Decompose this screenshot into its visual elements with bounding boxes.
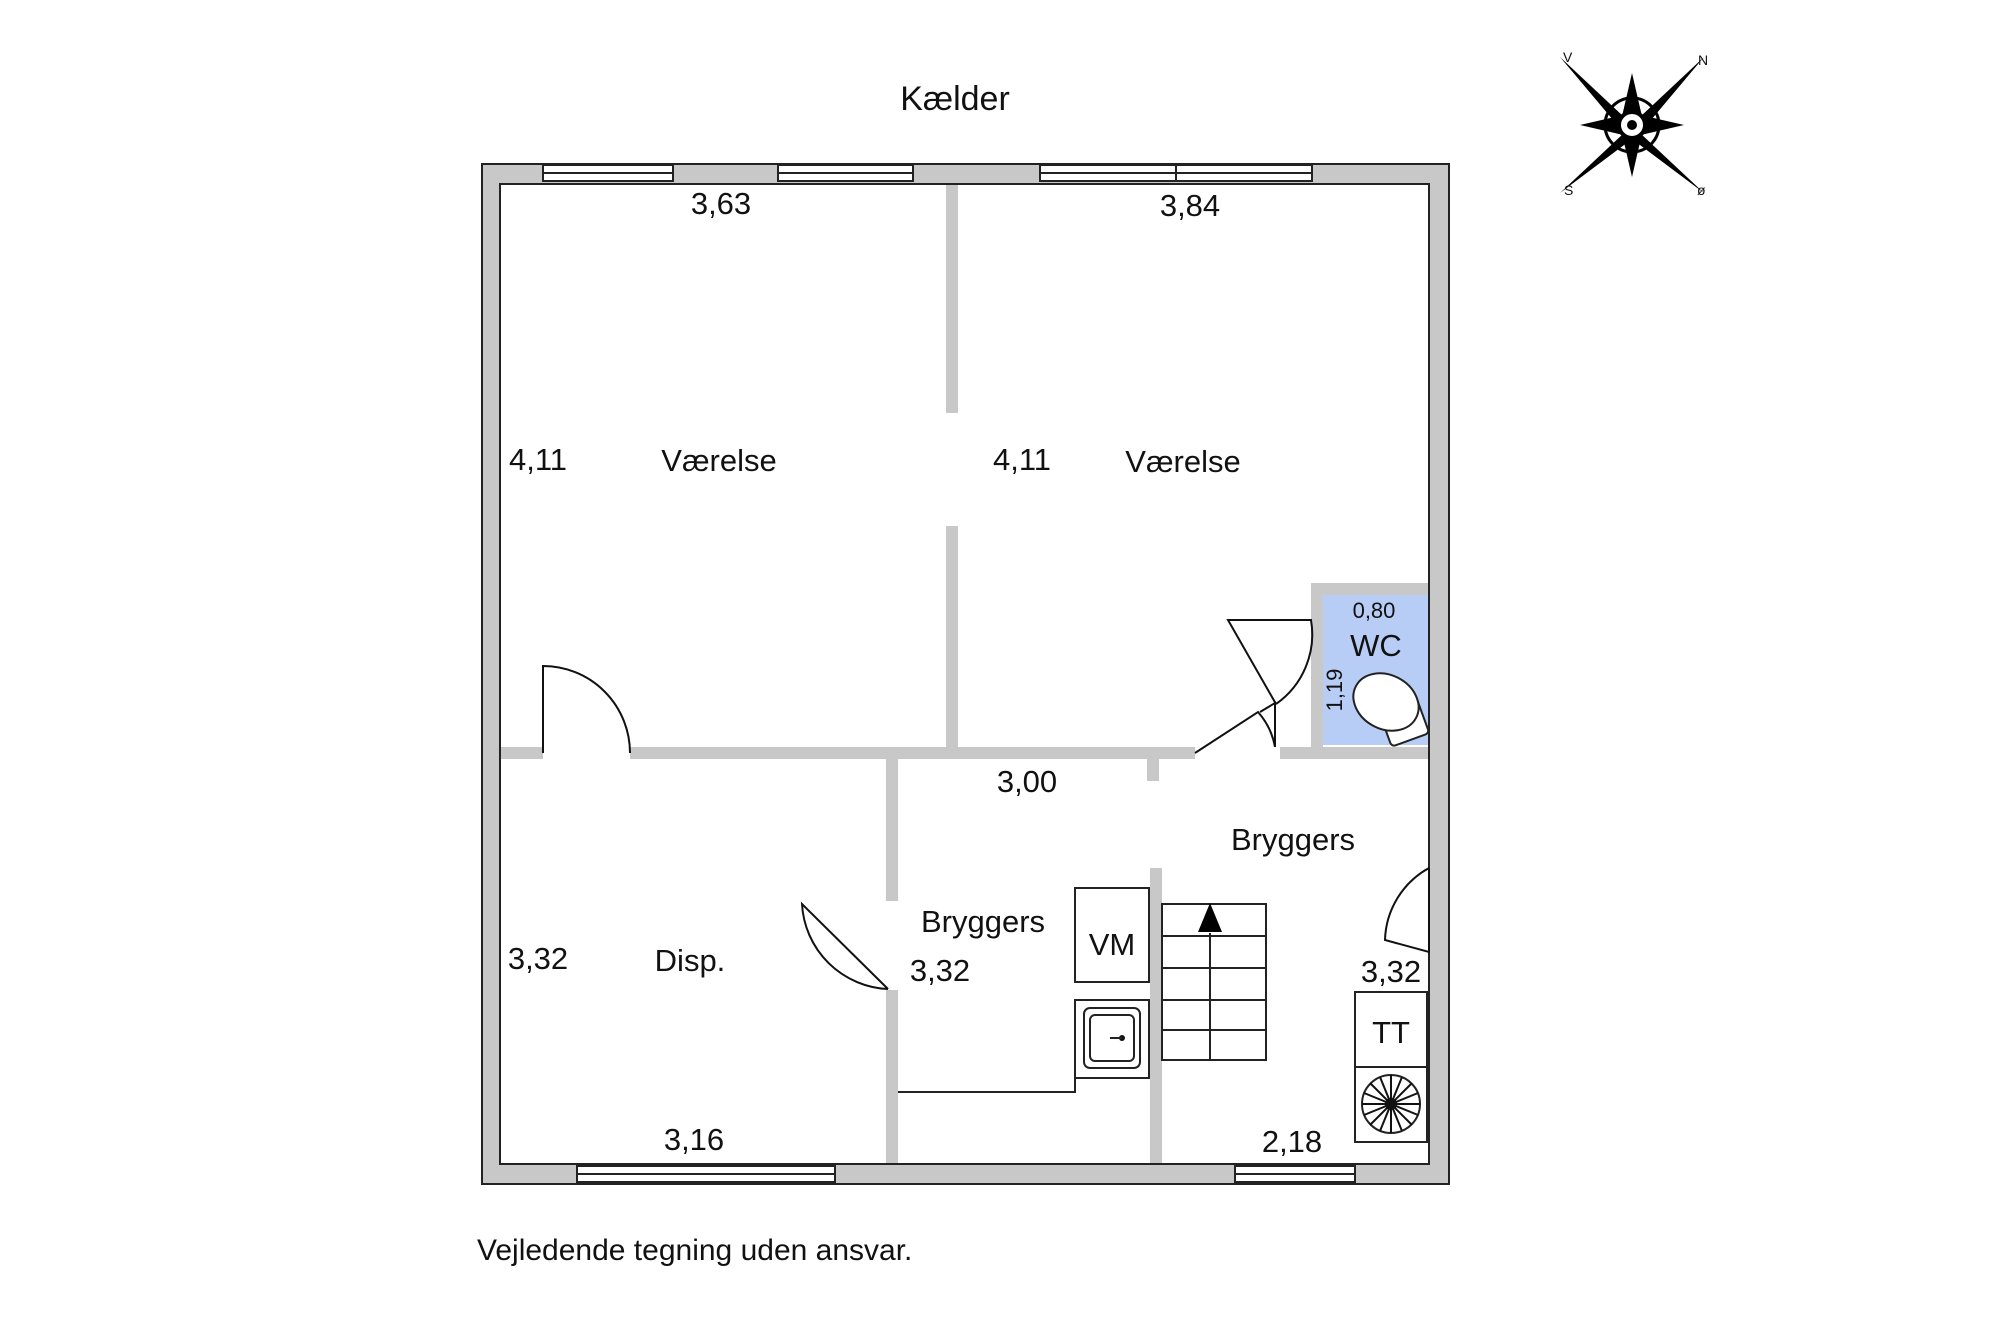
door-exterior (1383, 867, 1430, 954)
room-label-vaerelse-left: Værelse (661, 443, 776, 478)
dim-bryggers-top: 3,00 (997, 764, 1057, 799)
door-disp (542, 664, 631, 754)
room-label-wc: WC (1350, 628, 1402, 663)
wall-disp-lower (886, 990, 898, 1164)
compass-label-s: S (1564, 182, 1573, 198)
wc-wall-top (1311, 583, 1429, 595)
exterior-wall-right (1429, 164, 1449, 1184)
dim-top-left: 3,63 (691, 186, 751, 221)
wall-middle-left (500, 747, 543, 759)
dim-bottom-right: 2,18 (1262, 1124, 1322, 1159)
toilet-icon (1352, 672, 1430, 747)
wall-disp-upper (886, 759, 898, 901)
room-label-bryggers-right: Bryggers (1231, 822, 1355, 857)
dim-mid-upper: 4,11 (993, 442, 1051, 477)
wall-top-divider-upper (946, 184, 958, 413)
dim-wc-height: 1,19 (1322, 669, 1347, 712)
doors (542, 619, 1430, 990)
dim-right-lower: 3,32 (1361, 954, 1421, 989)
tt-box (1354, 991, 1428, 1068)
fixture-label-tt: TT (1372, 1015, 1410, 1050)
compass-icon (1560, 57, 1704, 193)
wall-middle-stub (1147, 759, 1159, 781)
door-bryggers-mid (800, 901, 889, 990)
fixture-label-vm: VM (1089, 927, 1136, 962)
stairs-icon (1161, 903, 1267, 1061)
dim-left-upper: 4,11 (509, 442, 567, 477)
room-label-disp: Disp. (655, 943, 726, 978)
dim-top-right: 3,84 (1160, 188, 1220, 223)
room-label-vaerelse-right: Værelse (1125, 444, 1240, 479)
wc-wall-left (1311, 583, 1323, 747)
wall-middle-center (630, 747, 1195, 759)
dryer-unit (1354, 991, 1428, 1143)
washing-area (898, 887, 1150, 1093)
door-bryggers-right (1194, 710, 1276, 754)
dim-bottom-left: 3,16 (664, 1122, 724, 1157)
room-label-bryggers-mid: Bryggers (921, 904, 1045, 939)
vm-box (1074, 887, 1150, 983)
compass-label-v: V (1563, 49, 1573, 65)
dim-wc-width: 0,80 (1353, 598, 1396, 623)
wall-top-divider-lower (946, 526, 958, 747)
compass-label-n: N (1698, 52, 1708, 68)
wall-middle-right (1280, 747, 1429, 759)
wall-stair (1150, 868, 1162, 1164)
door-wc (1226, 619, 1314, 705)
disclaimer: Vejledende tegning uden ansvar. (477, 1234, 912, 1267)
windows (542, 164, 1356, 1183)
stair-direction-arrow-icon (1198, 903, 1222, 932)
exterior-wall-left (482, 164, 500, 1184)
dim-left-lower: 3,32 (508, 941, 568, 976)
dim-mid-lower: 3,32 (910, 953, 970, 988)
floor-title: Kælder (900, 80, 1010, 118)
heater-icon (1361, 1074, 1421, 1134)
compass-label-o: ø (1697, 182, 1706, 198)
walls (481, 163, 1450, 1185)
